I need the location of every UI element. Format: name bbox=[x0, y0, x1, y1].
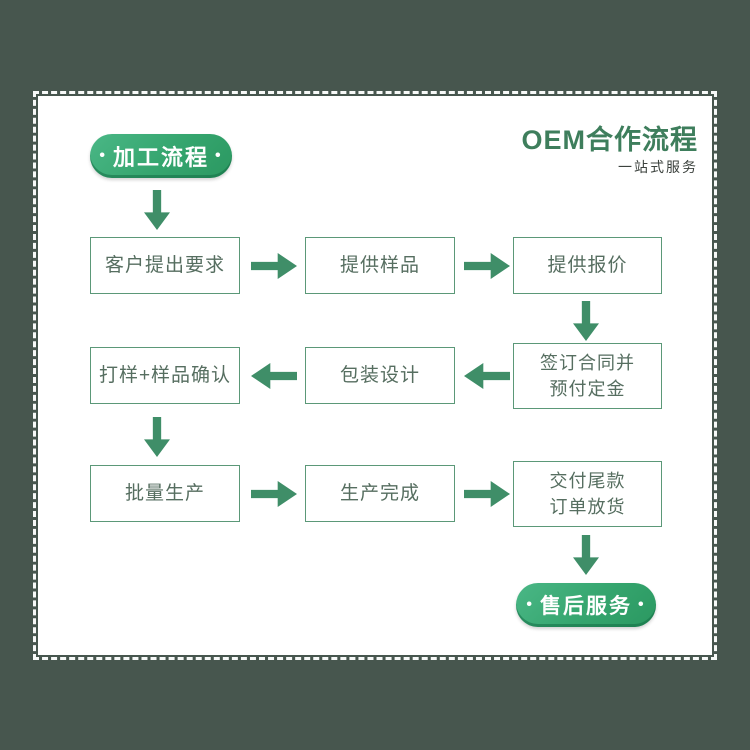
box-label-line2: 订单放货 bbox=[549, 497, 626, 517]
badge-dot-icon: • bbox=[526, 596, 534, 613]
box-label: 批量生产 bbox=[124, 482, 205, 504]
box-label: 生产完成 bbox=[339, 482, 420, 504]
box-label-line2: 预付定金 bbox=[549, 379, 626, 399]
arrow-right-icon bbox=[251, 253, 297, 279]
box-sign-contract: 签订合同并 预付定金 bbox=[513, 343, 662, 409]
box-provide-quote: 提供报价 bbox=[513, 237, 662, 294]
badge-dot-icon: • bbox=[99, 147, 107, 164]
box-customer-request: 客户提出要求 bbox=[90, 237, 240, 294]
box-provide-sample: 提供样品 bbox=[305, 237, 455, 294]
box-label: 包装设计 bbox=[339, 364, 420, 386]
arrow-down-icon bbox=[573, 301, 599, 341]
start-badge: • 加工流程 • bbox=[90, 134, 232, 178]
box-production-complete: 生产完成 bbox=[305, 465, 455, 522]
end-badge-label: 售后服务 bbox=[540, 595, 632, 618]
box-packaging-design: 包装设计 bbox=[305, 347, 455, 404]
badge-dot-icon: • bbox=[638, 596, 646, 613]
arrow-down-icon bbox=[144, 190, 170, 230]
page-title: OEM合作流程 bbox=[521, 125, 698, 155]
box-label: 提供报价 bbox=[547, 254, 628, 276]
page-subtitle: 一站式服务 bbox=[618, 159, 698, 175]
box-label: 打样+样品确认 bbox=[98, 364, 232, 386]
arrow-down-icon bbox=[144, 417, 170, 457]
arrow-right-icon bbox=[251, 481, 297, 507]
box-final-payment-release: 交付尾款 订单放货 bbox=[513, 461, 662, 527]
box-label-line1: 签订合同并 bbox=[540, 353, 635, 373]
end-badge: • 售后服务 • bbox=[516, 583, 656, 627]
arrow-down-icon bbox=[573, 535, 599, 575]
arrow-right-icon bbox=[464, 253, 510, 279]
arrow-left-icon bbox=[251, 363, 297, 389]
arrow-right-icon bbox=[464, 481, 510, 507]
box-proofing-confirm: 打样+样品确认 bbox=[90, 347, 240, 404]
box-label: 提供样品 bbox=[339, 254, 420, 276]
badge-dot-icon: • bbox=[215, 147, 223, 164]
flowchart-card: • 加工流程 • OEM合作流程 一站式服务 客户提出要求 提供样品 提供报价 … bbox=[33, 91, 717, 660]
box-label: 客户提出要求 bbox=[104, 254, 225, 276]
start-badge-label: 加工流程 bbox=[112, 145, 209, 170]
arrow-left-icon bbox=[464, 363, 510, 389]
box-label-line1: 交付尾款 bbox=[549, 471, 626, 491]
box-mass-production: 批量生产 bbox=[90, 465, 240, 522]
